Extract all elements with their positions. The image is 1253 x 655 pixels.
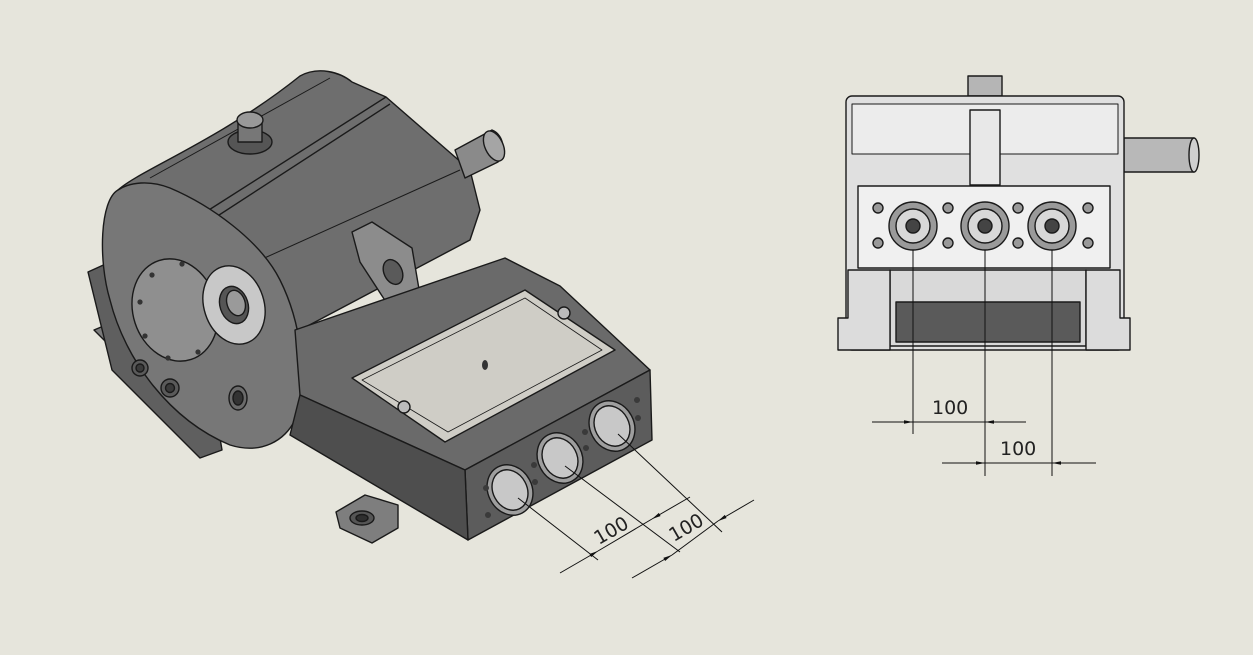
cylinder-bores xyxy=(486,400,636,516)
front-dimension-label-2: 100 xyxy=(1000,438,1036,460)
front-right-foot xyxy=(1085,269,1131,351)
front-dimension-lines xyxy=(872,250,1096,476)
front-filler-cap xyxy=(967,75,1003,97)
filler-cap xyxy=(227,111,273,155)
isometric-pump-view xyxy=(87,70,653,544)
front-left-foot xyxy=(837,269,891,351)
front-drive-shaft xyxy=(1123,137,1195,173)
front-dimension-label-1: 100 xyxy=(932,397,968,419)
front-pump-view xyxy=(837,75,1200,351)
iso-dimension-lines xyxy=(517,433,755,579)
iso-dimension-label-2: 100 xyxy=(665,509,707,546)
iso-dimension-label-1: 100 xyxy=(590,512,632,549)
front-cylinder-bores xyxy=(888,201,1077,251)
